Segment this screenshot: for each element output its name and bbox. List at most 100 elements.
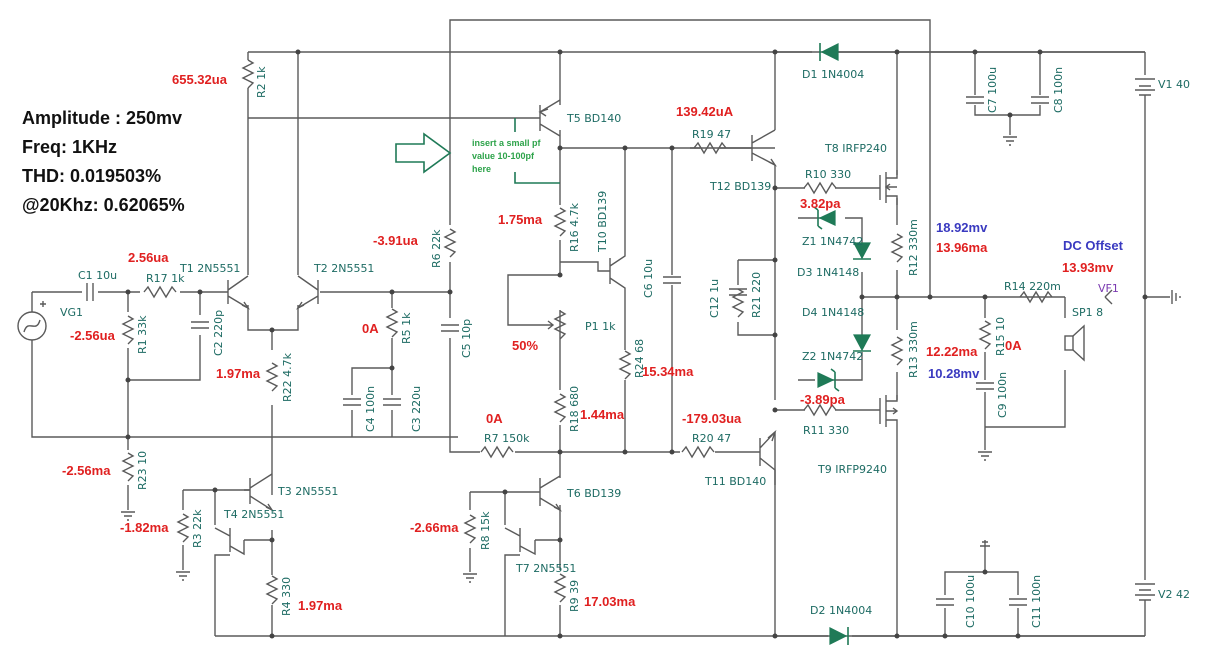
- ground-r3: [175, 571, 191, 581]
- battery-v2: [1135, 583, 1155, 601]
- svg-text:T12 BD139: T12 BD139: [709, 180, 771, 193]
- transistor-t12: [751, 129, 778, 167]
- svg-text:R15 10: R15 10: [994, 317, 1007, 356]
- mosfet-t9: [879, 395, 899, 430]
- capacitor-c5: [440, 324, 460, 332]
- capacitor-c8: [1030, 96, 1050, 104]
- svg-text:T4 2N5551: T4 2N5551: [223, 508, 284, 521]
- svg-text:R11 330: R11 330: [803, 424, 849, 437]
- svg-text:C5 10p: C5 10p: [460, 319, 473, 358]
- svg-text:R6 22k: R6 22k: [430, 229, 443, 268]
- svg-text:17.03ma: 17.03ma: [584, 594, 636, 609]
- svg-text:R3 22k: R3 22k: [191, 509, 204, 548]
- resistor-r23: [122, 452, 134, 482]
- svg-text:R13 330m: R13 330m: [907, 321, 920, 378]
- svg-text:R21 220: R21 220: [750, 272, 763, 318]
- svg-text:R9 39: R9 39: [568, 580, 581, 612]
- svg-text:R4 330: R4 330: [280, 577, 293, 616]
- svg-text:T9 IRFP9240: T9 IRFP9240: [817, 463, 887, 476]
- svg-text:R19 47: R19 47: [692, 128, 731, 141]
- svg-text:T2 2N5551: T2 2N5551: [313, 262, 374, 275]
- svg-text:C8 100n: C8 100n: [1052, 67, 1065, 113]
- transistor-t6: [539, 475, 563, 512]
- svg-text:D3 1N4148: D3 1N4148: [797, 266, 859, 279]
- svg-text:-3.89pa: -3.89pa: [800, 392, 846, 407]
- capacitor-c4: [342, 398, 362, 406]
- resistor-r10: [803, 182, 837, 194]
- svg-text:C12 1u: C12 1u: [708, 279, 721, 318]
- svg-text:T6 BD139: T6 BD139: [566, 487, 621, 500]
- resistor-r1: [122, 315, 134, 345]
- wires: [31, 19, 1170, 637]
- svg-text:R23 10: R23 10: [136, 451, 149, 490]
- svg-text:VF1: VF1: [1098, 282, 1119, 295]
- svg-text:-2.56ua: -2.56ua: [70, 328, 116, 343]
- svg-text:0A: 0A: [486, 411, 503, 426]
- diode-d4: [853, 334, 871, 352]
- svg-text:R16 4.7k: R16 4.7k: [568, 202, 581, 252]
- svg-text:C3 220u: C3 220u: [410, 386, 423, 432]
- svg-text:C4 100n: C4 100n: [364, 386, 377, 432]
- svg-text:D4 1N4148: D4 1N4148: [802, 306, 864, 319]
- transistor-t3: [244, 473, 275, 512]
- svg-text:1.75ma: 1.75ma: [498, 212, 543, 227]
- resistor-r15: [979, 320, 991, 350]
- resistor-r22: [266, 362, 278, 392]
- svg-text:DC Offset: DC Offset: [1063, 238, 1124, 253]
- diode-z2: [817, 368, 840, 392]
- svg-text:C6 10u: C6 10u: [642, 259, 655, 298]
- svg-text:T8 IRFP240: T8 IRFP240: [824, 142, 887, 155]
- transistor-t2: [295, 275, 319, 310]
- capacitor-c9: [975, 382, 995, 390]
- ground-r8: [462, 573, 478, 583]
- battery-v1: [1135, 78, 1155, 96]
- svg-text:-3.91ua: -3.91ua: [373, 233, 419, 248]
- svg-text:R17 1k: R17 1k: [146, 272, 185, 285]
- resistor-r13: [891, 336, 903, 366]
- svg-text:R5 1k: R5 1k: [400, 312, 413, 344]
- svg-text:1.97ma: 1.97ma: [298, 598, 343, 613]
- frequency-label: Freq: 1KHz: [22, 137, 118, 157]
- svg-text:here: here: [472, 164, 491, 174]
- svg-text:P1 1k: P1 1k: [585, 320, 616, 333]
- measurement-labels: 655.32ua 2.56ua -2.56ua 1.97ma -3.91ua 0…: [62, 72, 1114, 613]
- resistor-r16: [554, 207, 566, 237]
- capacitor-c10: [935, 598, 955, 606]
- capacitor-c7: [965, 96, 985, 104]
- diode-d2: [829, 627, 849, 645]
- resistor-r24: [619, 350, 631, 380]
- svg-text:50%: 50%: [512, 338, 538, 353]
- resistor-r6: [444, 228, 456, 258]
- ground-zobel: [977, 451, 993, 461]
- svg-text:T5 BD140: T5 BD140: [566, 112, 621, 125]
- capacitor-c11: [1008, 598, 1028, 606]
- svg-text:-2.66ma: -2.66ma: [410, 520, 459, 535]
- svg-text:insert a small pf: insert a small pf: [472, 138, 542, 148]
- speaker-sp1: [1064, 324, 1085, 362]
- insert-bracket: [514, 118, 560, 184]
- svg-text:13.93mv: 13.93mv: [1062, 260, 1114, 275]
- transistor-t5: [505, 99, 561, 137]
- junctions: [125, 49, 1148, 639]
- svg-text:C7 100u: C7 100u: [986, 67, 999, 113]
- signal-source-vg1: [17, 301, 47, 341]
- svg-text:R2 1k: R2 1k: [255, 66, 268, 98]
- svg-text:T3 2N5551: T3 2N5551: [277, 485, 338, 498]
- svg-text:18.92mv: 18.92mv: [936, 220, 988, 235]
- svg-text:655.32ua: 655.32ua: [172, 72, 228, 87]
- resistor-r2: [242, 59, 254, 89]
- svg-text:T7 2N5551: T7 2N5551: [515, 562, 576, 575]
- resistor-r3: [177, 513, 189, 543]
- transistor-t11: [759, 429, 777, 485]
- thd-20khz-label: @20Khz: 0.62065%: [22, 195, 185, 215]
- svg-text:C11 100n: C11 100n: [1030, 575, 1043, 628]
- svg-text:R20 47: R20 47: [692, 432, 731, 445]
- svg-text:R12 330m: R12 330m: [907, 219, 920, 276]
- svg-text:C2 220p: C2 220p: [212, 310, 225, 356]
- transistor-t7: [504, 527, 536, 556]
- svg-text:R18 680: R18 680: [568, 386, 581, 432]
- ground-top-caps: [1002, 136, 1018, 146]
- svg-text:R7 150k: R7 150k: [484, 432, 530, 445]
- resistor-r21: [732, 288, 744, 318]
- svg-text:R22 4.7k: R22 4.7k: [281, 352, 294, 402]
